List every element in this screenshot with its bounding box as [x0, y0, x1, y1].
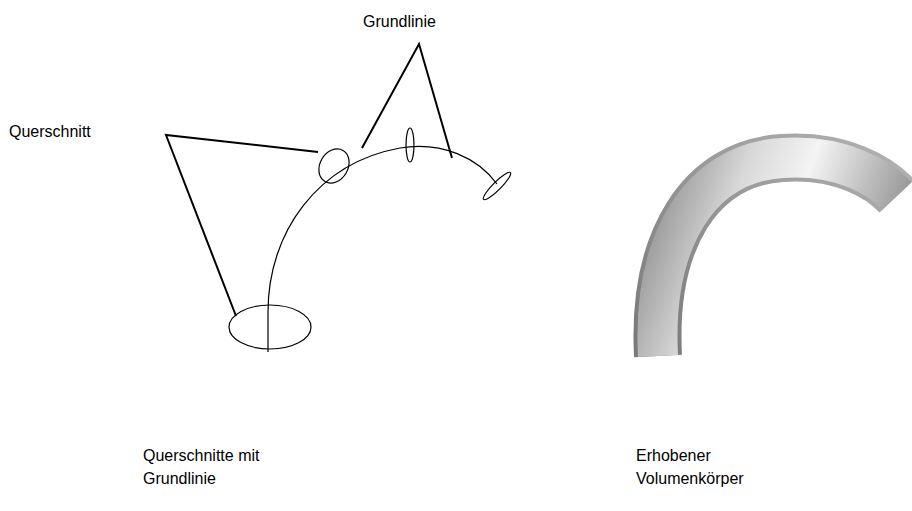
- lofted-solid-shading: [657, 158, 897, 356]
- cross-section: [229, 128, 513, 349]
- base-line: [268, 146, 497, 352]
- caption-left: Querschnitte mit Grundlinie: [143, 444, 285, 490]
- baseline-label: Grundlinie: [363, 10, 473, 33]
- cross-section-label: Querschnitt: [9, 120, 119, 143]
- leader-line: [166, 44, 452, 316]
- caption-right: Erhobener Volumenkörper: [636, 444, 768, 490]
- lofted-solid: [657, 158, 897, 356]
